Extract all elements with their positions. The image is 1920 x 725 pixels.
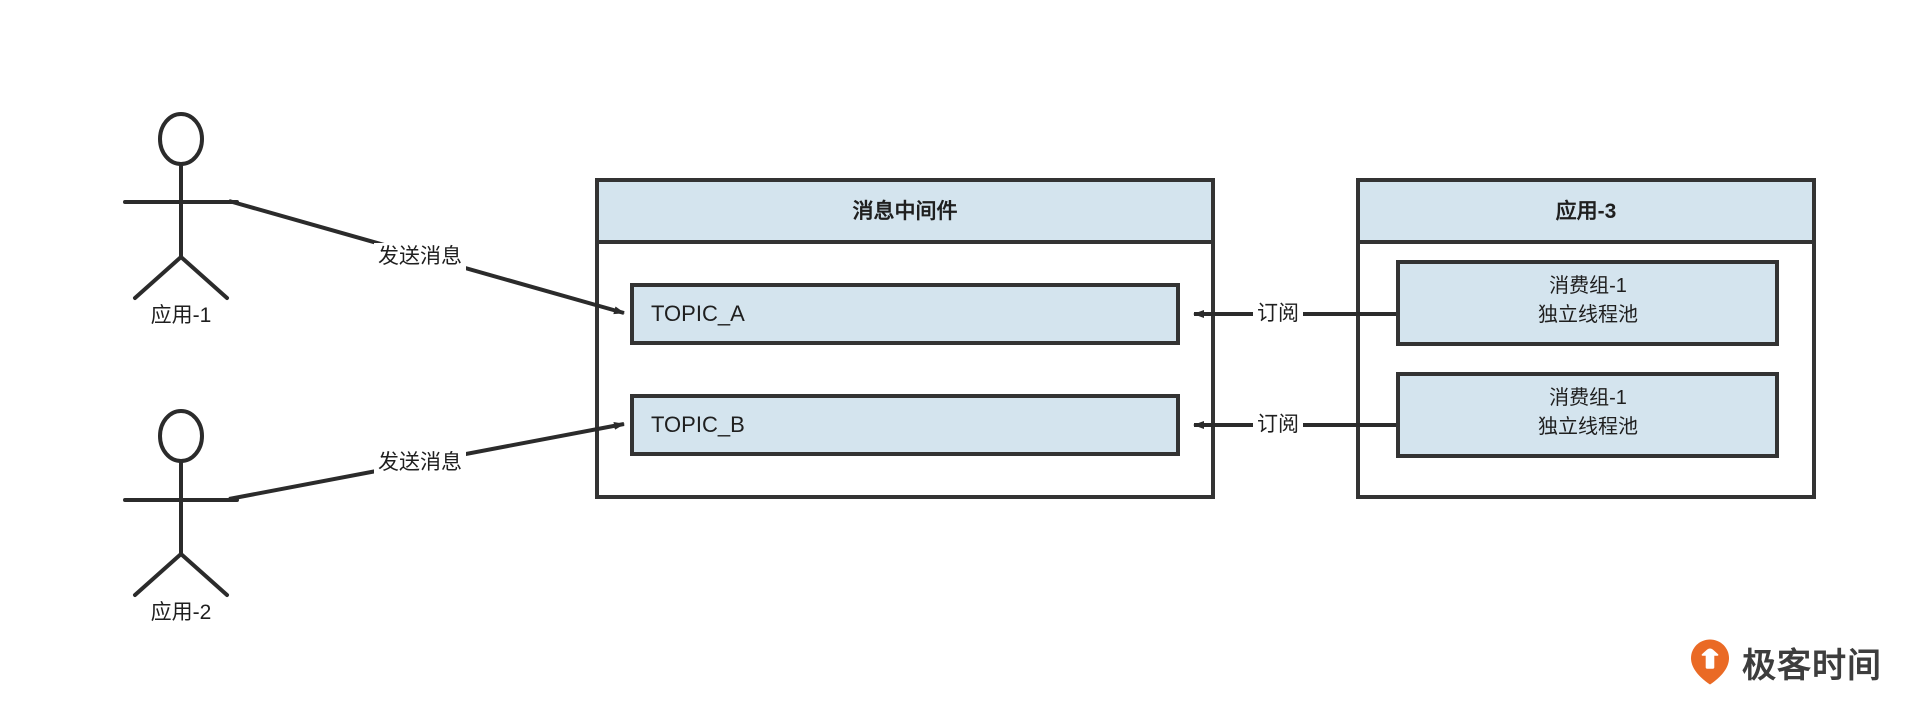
topic-b-box bbox=[630, 394, 1180, 456]
geekbang-logo: 极客时间 bbox=[1688, 634, 1898, 690]
geekbang-wordmark: 极客时间 bbox=[1742, 645, 1882, 686]
geekbang-pin-logo-icon bbox=[1691, 639, 1729, 685]
actor-label-app-1: 应用-1 bbox=[150, 304, 212, 327]
consumer-group-2-line-2: 独立线程池 bbox=[1538, 416, 1638, 438]
edge-label-sub-2: 订阅 bbox=[1253, 411, 1303, 440]
consumer-group-1-line-2: 独立线程池 bbox=[1538, 304, 1638, 326]
broker-panel-title: 消息中间件 bbox=[852, 200, 958, 223]
topic-a-box bbox=[630, 283, 1180, 345]
consumer-group-1-line-1: 消费组-1 bbox=[1549, 275, 1627, 297]
consumer-group-2-box bbox=[1396, 372, 1779, 458]
actor-app-1 bbox=[123, 112, 239, 300]
actor-app-2 bbox=[123, 409, 239, 597]
consumer-app-panel-title: 应用-3 bbox=[1555, 200, 1617, 223]
consumer-group-2-line-1: 消费组-1 bbox=[1549, 387, 1627, 409]
edge-label-sub-1: 订阅 bbox=[1253, 300, 1303, 329]
topic-b-label[interactable]: TOPIC_B bbox=[651, 412, 745, 437]
actor-label-app-2: 应用-2 bbox=[150, 601, 212, 624]
edge-label-send-2: 发送消息 bbox=[374, 449, 466, 478]
consumer-group-1-box bbox=[1396, 260, 1779, 346]
topic-a-label[interactable]: TOPIC_A bbox=[651, 301, 745, 326]
edge-label-send-1: 发送消息 bbox=[374, 243, 466, 272]
